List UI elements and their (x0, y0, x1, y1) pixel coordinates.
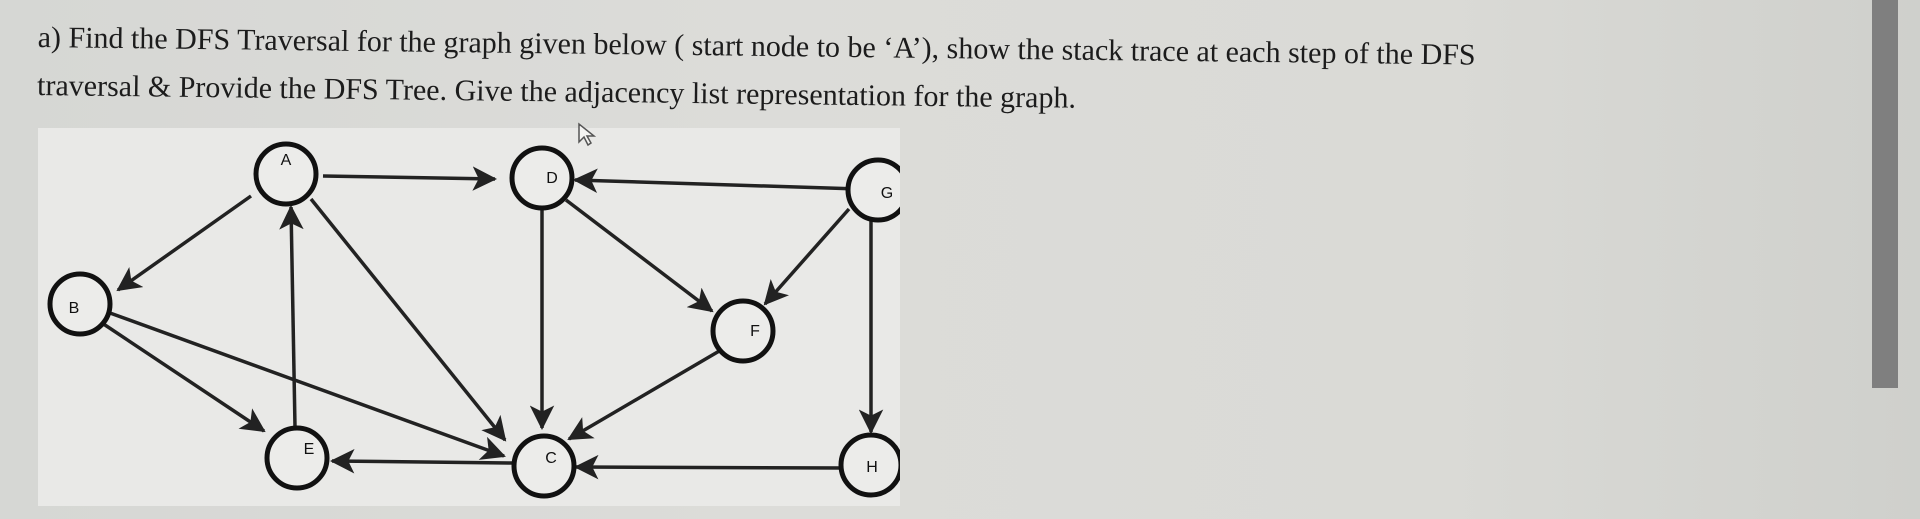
edge-a-c (309, 197, 507, 442)
edge-d-f (564, 198, 714, 313)
edge-a-d (322, 166, 498, 191)
node-f-label: F (750, 323, 760, 340)
edge-b-e (98, 319, 266, 433)
graph-diagram: A D G B F E C H (47, 141, 900, 499)
node-d-label: D (546, 170, 558, 187)
node-h: H (838, 432, 900, 498)
edge-f-c (567, 348, 722, 441)
node-c: C (511, 433, 577, 499)
edge-g-d (572, 168, 860, 193)
edge-e-a (279, 204, 304, 428)
scrollbar[interactable] (1872, 0, 1898, 388)
edge-h-c (573, 454, 846, 480)
node-a: A (253, 141, 319, 207)
edge-b-c (109, 311, 506, 460)
node-b-label: B (69, 300, 80, 317)
node-g: G (845, 157, 900, 223)
node-h-label: H (866, 459, 878, 476)
node-a-label: A (281, 152, 292, 169)
question-text: a) Find the DFS Traversal for the graph … (37, 14, 1898, 133)
node-g-label: G (881, 185, 893, 202)
node-f: F (710, 298, 776, 364)
node-b: B (47, 271, 113, 337)
node-e-label: E (304, 441, 315, 458)
graph-figure: A D G B F E C H (38, 128, 900, 506)
edge-c-e (329, 449, 513, 474)
node-e: E (264, 425, 330, 491)
edge-a-b (116, 194, 253, 292)
node-c-label: C (545, 450, 557, 467)
edge-g-f (763, 207, 851, 306)
mouse-pointer-icon (578, 122, 597, 147)
node-d: D (509, 145, 575, 211)
